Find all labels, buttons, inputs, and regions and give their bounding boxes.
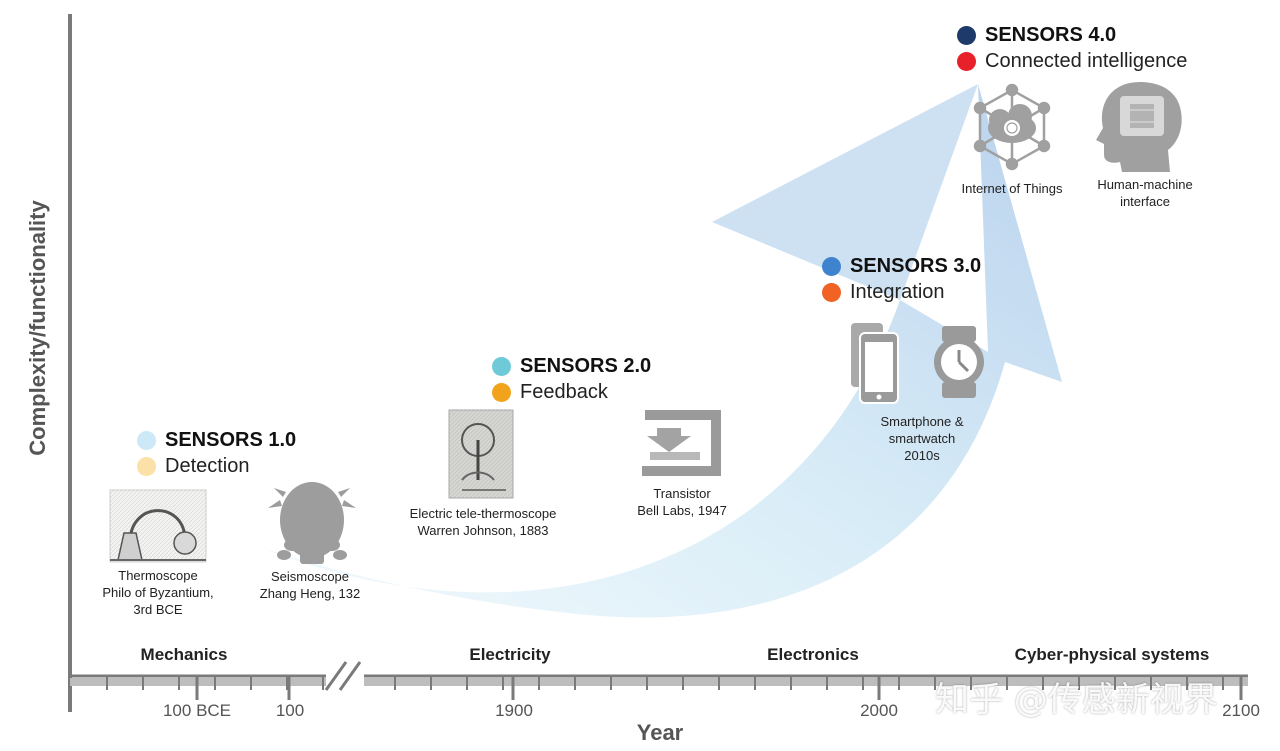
seismoscope-icon [268,482,356,564]
era-label-electronics: Electronics [767,645,859,664]
iot-cloud-icon [973,83,1051,171]
caption-line: Smartphone & [880,414,964,429]
caption-thermoscope: Thermoscope Philo of Byzantium, 3rd BCE [102,567,213,618]
sensors-3-dot [822,256,841,276]
smartphone-smartwatch-icon [851,323,984,404]
caption-line: 2010s [904,448,940,463]
caption-line: Bell Labs, 1947 [637,503,727,518]
caption-line: Thermoscope [118,568,198,583]
x-axis-major-ticks [195,676,1243,700]
sensors-4-block: SENSORS 4.0 Connected intelligence [957,22,1187,74]
sensors-2-subtitle: Feedback [520,380,608,403]
x-tick-label: 1900 [495,701,533,720]
caption-transistor: Transistor Bell Labs, 1947 [637,485,727,519]
caption-hmi: Human-machine interface [1097,176,1192,210]
y-axis-label: Complexity/functionality [25,200,50,456]
caption-line: smartwatch [888,431,956,446]
sensors-4-sub-dot [957,51,976,71]
sensors-1-block: SENSORS 1.0 Detection [137,427,296,479]
x-tick-label: 100 [275,701,305,720]
sensors-2-dot [492,356,511,376]
era-label-electricity: Electricity [469,645,551,664]
caption-line: Internet of Things [961,181,1063,196]
transistor-icon [642,410,721,476]
caption-line: Human-machine [1097,177,1193,192]
x-tick-label: 2100 [1222,701,1260,720]
caption-line: Transistor [653,486,711,501]
caption-line: Electric tele-thermoscope [409,506,557,521]
human-machine-head-icon [1096,82,1182,172]
sensors-1-sub-dot [137,456,156,476]
sensors-2-sub-dot [492,382,511,402]
caption-line: Zhang Heng, 132 [259,586,361,601]
arrow-head-fill [712,84,978,300]
sensors-3-block: SENSORS 3.0 Integration [822,253,981,305]
sensors-2-title: SENSORS 2.0 [520,354,652,377]
caption-seismoscope: Seismoscope Zhang Heng, 132 [260,568,360,602]
watermark: 知乎 @传感新视界 [935,680,1218,720]
sensors-2-block: SENSORS 2.0 Feedback [492,353,651,405]
caption-line: interface [1120,194,1170,209]
x-axis-title: Year [636,720,684,745]
era-label-mechanics: Mechanics [140,645,228,664]
axis-break-icon [324,661,364,691]
caption-iot: Internet of Things [962,180,1063,197]
x-tick-label: 100 BCE [162,701,232,720]
sensors-4-subtitle: Connected intelligence [985,49,1188,72]
x-axis-band [70,678,1248,686]
sensors-3-subtitle: Integration [850,280,945,303]
caption-line: Seismoscope [270,569,350,584]
era-label-cyber-physical: Cyber-physical systems [1014,645,1210,664]
sensors-1-subtitle: Detection [165,454,250,477]
caption-smartphone-smartwatch: Smartphone & smartwatch 2010s [880,413,963,464]
sensors-1-title: SENSORS 1.0 [165,428,297,451]
x-tick-label: 2000 [860,701,898,720]
caption-line: Philo of Byzantium, [102,585,214,600]
sensors-4-title: SENSORS 4.0 [985,23,1117,46]
sensors-4-dot [957,25,976,45]
caption-line: Warren Johnson, 1883 [417,523,549,538]
growth-arrow [262,84,1062,618]
sensors-1-dot [137,430,156,450]
caption-line: 3rd BCE [133,602,183,617]
sensors-3-sub-dot [822,282,841,302]
thermoscope-icon [109,489,207,563]
caption-tele-thermoscope: Electric tele-thermoscope Warren Johnson… [410,505,557,539]
tele-thermoscope-icon [448,409,514,499]
sensors-3-title: SENSORS 3.0 [850,254,982,277]
